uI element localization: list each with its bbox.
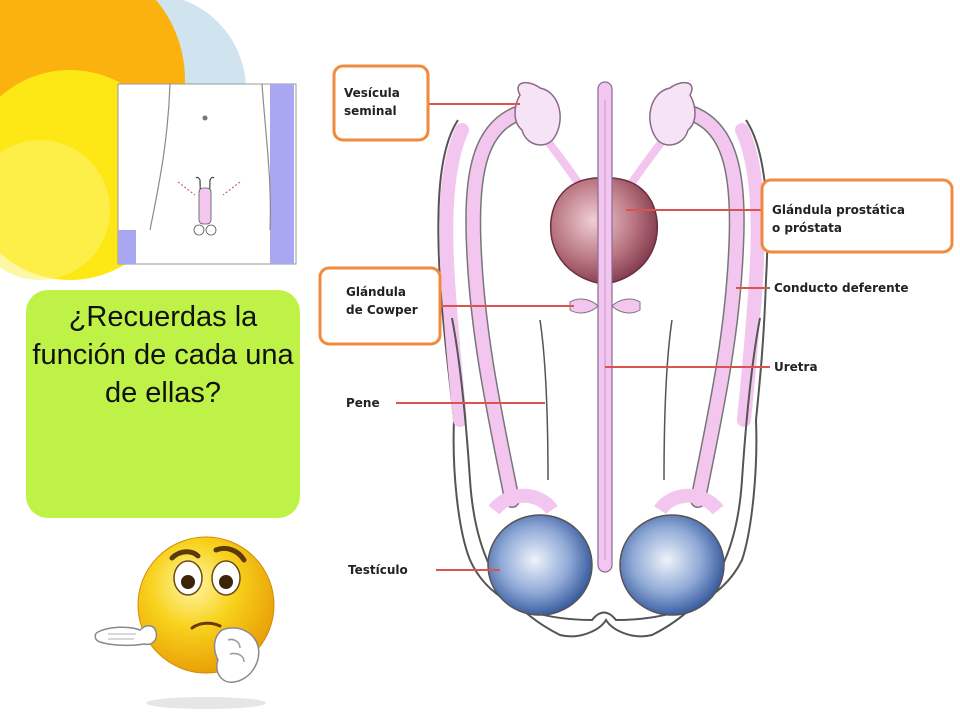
- label-vesicula-line2: seminal: [344, 104, 397, 118]
- label-uretra: Uretra: [774, 360, 818, 374]
- label-vesicula-line1: Vesícula: [344, 86, 400, 100]
- label-conducto: Conducto deferente: [774, 281, 909, 295]
- seminal-vesicles: [514, 81, 696, 146]
- label-boxes: [318, 64, 954, 346]
- label-prostata-line2: o próstata: [772, 221, 842, 235]
- penis: [451, 317, 761, 638]
- cowper-box: [318, 266, 442, 346]
- body-locator-figure: [117, 83, 297, 265]
- testicles: [487, 488, 725, 616]
- light-yellow-circle: [0, 140, 110, 280]
- question-text: ¿Recuerdas la función de cada una de ell…: [32, 301, 294, 409]
- vas-deferens: [465, 102, 745, 508]
- vesicula-box: [332, 64, 430, 142]
- thinking-worried-face-icon: [94, 536, 275, 709]
- label-testiculo: Testículo: [348, 563, 408, 577]
- prostata-box: [760, 178, 954, 254]
- label-pene: Pene: [346, 396, 380, 410]
- urethra: [597, 81, 613, 573]
- label-prostata-line1: Glándula prostática: [772, 203, 905, 217]
- question-box: ¿Recuerdas la función de cada una de ell…: [26, 290, 300, 518]
- label-cowper-line1: Glándula: [346, 285, 406, 299]
- leader-lines: [396, 103, 770, 571]
- label-cowper-line2: de Cowper: [346, 303, 418, 317]
